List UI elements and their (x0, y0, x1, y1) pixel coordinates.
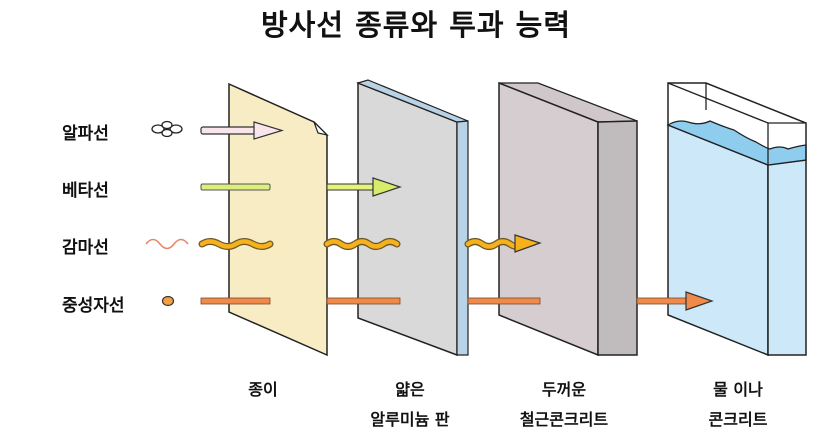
neutron-arrow (636, 291, 714, 311)
ray-label-neutron: 중성자선 (62, 296, 125, 316)
material-label-line1: 종이 (248, 380, 278, 399)
neutron-beam-aluminum (326, 297, 401, 305)
material-label-line2: 철근콘크리트 (519, 410, 609, 429)
neutron-dot-icon (161, 295, 175, 307)
neutron-beam-concrete (467, 297, 541, 305)
material-label-line1: 두꺼운 (541, 380, 587, 399)
gamma-beam-aluminum (323, 238, 401, 250)
diagram-title: 방사선 종류와 투과 능력 (260, 8, 572, 42)
material-label-line2: 콘크리트 (708, 410, 768, 429)
neutron-beam-paper (200, 297, 271, 305)
gamma-wave-icon (145, 238, 189, 250)
aluminum-panel (356, 79, 469, 357)
ray-label-beta: 베타선 (62, 181, 109, 201)
ray-label-alpha: 알파선 (62, 124, 109, 144)
gamma-beam-paper (198, 238, 274, 250)
alpha-arrow (200, 121, 285, 140)
material-label-concrete: 두꺼운 철근콘크리트 (494, 375, 634, 435)
water-panel (666, 82, 807, 357)
paper-panel (228, 82, 329, 357)
concrete-panel (498, 81, 638, 357)
material-label-line1: 얇은 (395, 380, 425, 399)
material-label-line2: 알루미늄 판 (370, 410, 450, 429)
material-label-aluminum: 얇은 알루미늄 판 (340, 375, 480, 435)
beta-arrow (326, 177, 402, 197)
material-label-paper: 종이 (193, 375, 333, 405)
ray-label-gamma: 감마선 (62, 238, 109, 258)
alpha-particle-icon (151, 120, 183, 138)
material-label-line1: 물 이나 (713, 380, 763, 399)
gamma-arrow (464, 234, 542, 253)
material-label-water: 물 이나 콘크리트 (668, 375, 808, 435)
